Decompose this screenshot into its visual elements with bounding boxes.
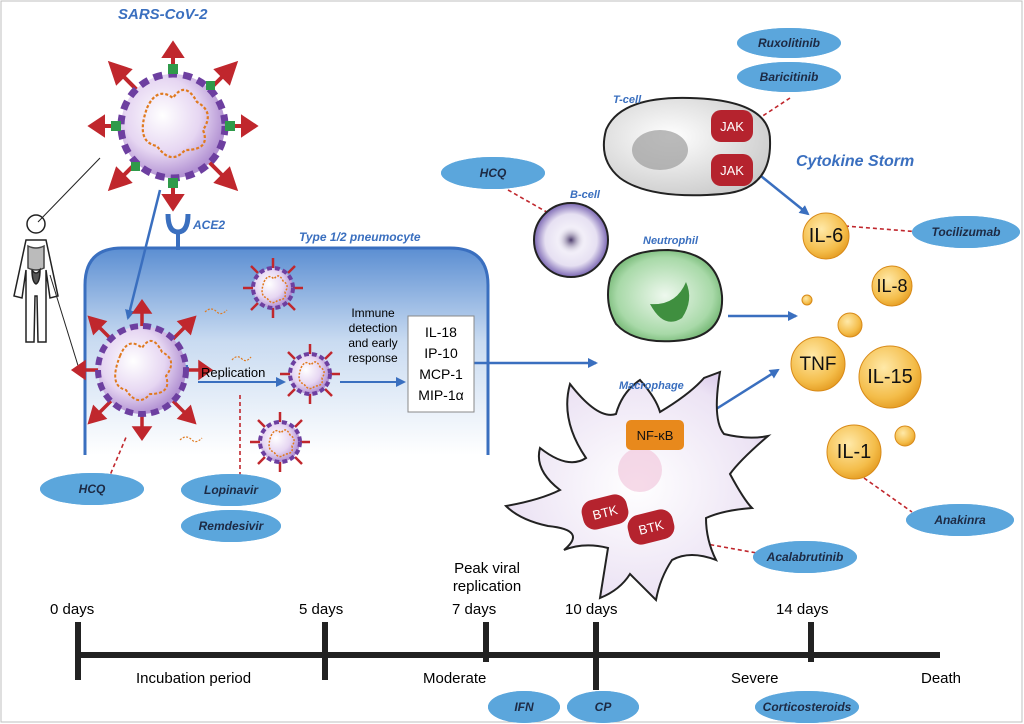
jak-arrow: [755, 171, 810, 216]
rna-fragments: [179, 308, 252, 443]
tick-7-days: 7 days: [452, 601, 497, 618]
btk-box-2: [627, 509, 675, 545]
early-cytokine-box: [407, 315, 475, 413]
tick-14-days: 14 days: [776, 601, 829, 618]
cytokine-il15: IL-15: [867, 366, 913, 388]
virus-small-3: [250, 412, 310, 472]
immune-response-label: Immune detection and early response: [337, 306, 409, 366]
pneumocyte-title: Type 1/2 pneumocyte: [299, 230, 421, 244]
cytokine-storm-title: Cytokine Storm: [796, 153, 915, 170]
drug-hcq-bcell: HCQ: [441, 157, 545, 189]
drug-lopinavir: Lopinavir: [181, 474, 281, 506]
virus-small-2: [280, 344, 340, 404]
tcell-label: T-cell: [613, 94, 642, 106]
immune-line-3: and early: [348, 336, 398, 350]
cytokine-tnf: TNF: [799, 353, 837, 375]
pneumocyte-cell: [83, 246, 490, 455]
virus-small-1: [243, 258, 303, 318]
virus-title: SARS-CoV-2: [118, 6, 208, 23]
drug-tocilizumab: Tocilizumab: [912, 216, 1020, 248]
drug-ruxolitinib: Ruxolitinib: [737, 28, 841, 58]
jak-label-2: JAK: [720, 162, 744, 178]
immune-line-1: Immune: [351, 306, 395, 320]
nfkb-box: [626, 420, 684, 450]
cytokine-il1: IL-1: [836, 441, 872, 463]
drug-corticosteroids: Corticosteroids: [755, 691, 859, 723]
neutrophil: [607, 248, 724, 343]
peak-line-2: replication: [452, 578, 522, 595]
phase-incubation: Incubation period: [136, 670, 252, 687]
macrophage-label: Macrophage: [619, 380, 684, 392]
phase-death: Death: [921, 670, 962, 687]
drug-ifn: IFN: [488, 691, 560, 723]
drug-acalabrutinib: Acalabrutinib: [753, 541, 857, 573]
jak-label-1: JAK: [720, 118, 744, 134]
bcell-label: B-cell: [570, 189, 600, 201]
phase-moderate: Moderate: [423, 670, 487, 687]
macrophage: [503, 370, 772, 603]
jak-box-1: [711, 110, 753, 142]
early-cytokine-list: IL-18 IP-10 MCP-1 MIP-1α: [408, 322, 474, 406]
neutrophil-label: Neutrophil: [643, 235, 698, 247]
drug-remdesivir: Remdesivir: [181, 510, 281, 542]
ace2-label: ACE2: [193, 218, 226, 232]
immune-line-4: response: [348, 351, 398, 365]
timeline: [75, 622, 940, 690]
jak-box-2: [711, 154, 753, 186]
tick-0-days: 0 days: [50, 601, 95, 618]
early-cytokine-il18: IL-18: [425, 324, 457, 340]
ace2-receptor: [165, 213, 191, 250]
early-cytokine-mip1a: MIP-1α: [418, 387, 464, 403]
peak-replication-label: Peak viral replication: [438, 560, 536, 596]
drug-baricitinib: Baricitinib: [737, 62, 841, 92]
cytokine-il6: IL-6: [808, 225, 844, 247]
phase-severe: Severe: [731, 670, 779, 687]
b-cell: [533, 202, 609, 278]
drug-hcq-cell: HCQ: [40, 473, 144, 505]
early-cytokine-ip10: IP-10: [424, 345, 458, 361]
immune-line-2: detection: [348, 321, 398, 335]
early-cytokine-mcp1: MCP-1: [419, 366, 463, 382]
tick-5-days: 5 days: [299, 601, 344, 618]
replication-label: Replication: [201, 365, 266, 380]
virus-large: [87, 40, 259, 212]
drug-cp: CP: [567, 691, 639, 723]
nfkb-label: NF-κB: [636, 427, 674, 443]
drug-anakinra: Anakinra: [906, 504, 1014, 536]
virus-in-cell: [70, 298, 214, 442]
human-figure-icon: [13, 214, 59, 343]
cytokine-spheres: [790, 212, 922, 480]
cytokine-il8: IL-8: [876, 276, 908, 296]
entry-arrow: [125, 189, 162, 320]
peak-line-1: Peak viral: [454, 560, 520, 577]
btk-box-1: [581, 494, 629, 530]
tick-10-days: 10 days: [565, 601, 618, 618]
